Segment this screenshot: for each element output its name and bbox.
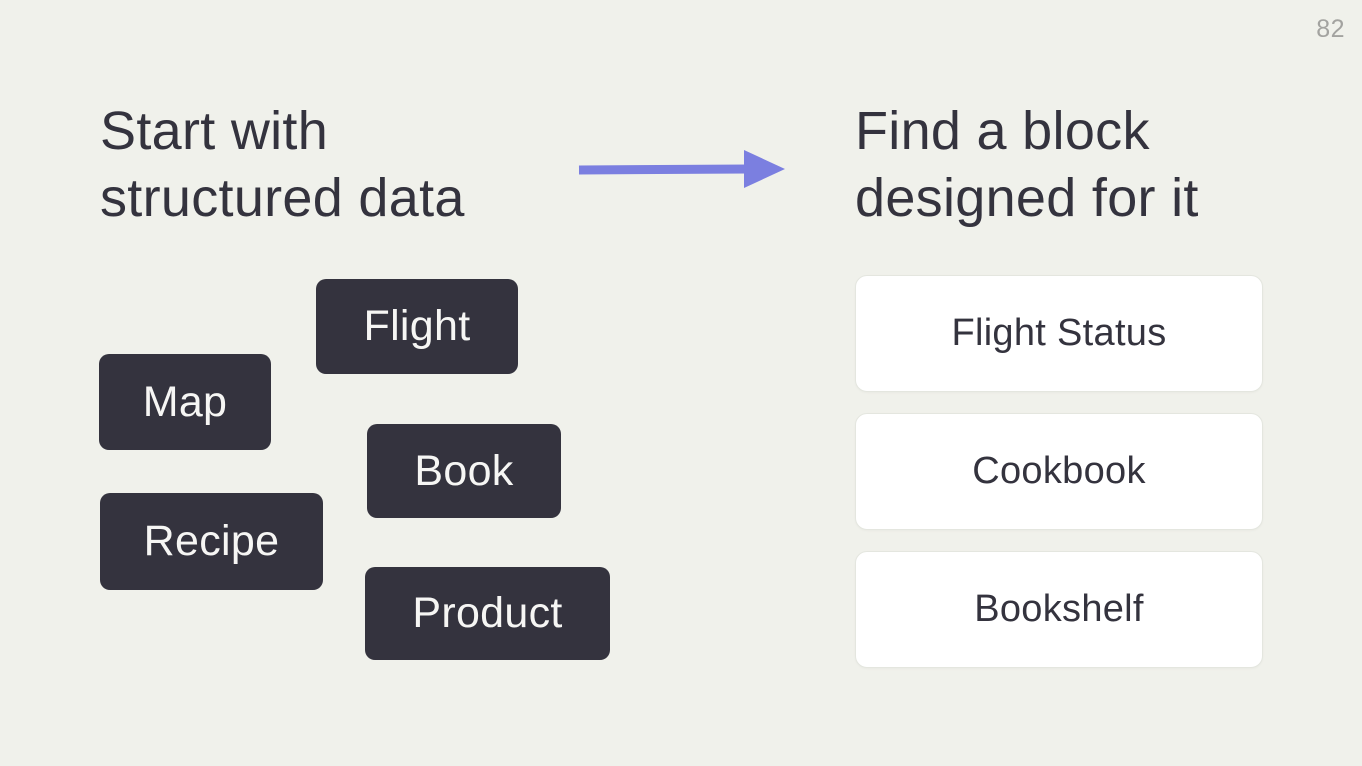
block-card-bookshelf: Bookshelf xyxy=(855,551,1263,668)
page-number: 82 xyxy=(1316,15,1345,43)
data-tag-book: Book xyxy=(367,424,561,518)
left-heading: Start with structured data xyxy=(100,98,465,232)
block-card-cookbook: Cookbook xyxy=(855,413,1263,530)
data-tag-flight: Flight xyxy=(316,279,518,374)
data-tag-recipe: Recipe xyxy=(100,493,323,590)
left-heading-line2: structured data xyxy=(100,168,465,228)
right-heading-line2: designed for it xyxy=(855,168,1199,228)
data-tag-map: Map xyxy=(99,354,271,450)
right-heading-line1: Find a block xyxy=(855,101,1150,161)
right-heading: Find a block designed for it xyxy=(855,98,1199,232)
right-arrow-icon xyxy=(578,150,785,188)
left-heading-line1: Start with xyxy=(100,101,329,161)
data-tag-product: Product xyxy=(365,567,610,660)
block-card-flight-status: Flight Status xyxy=(855,275,1263,392)
